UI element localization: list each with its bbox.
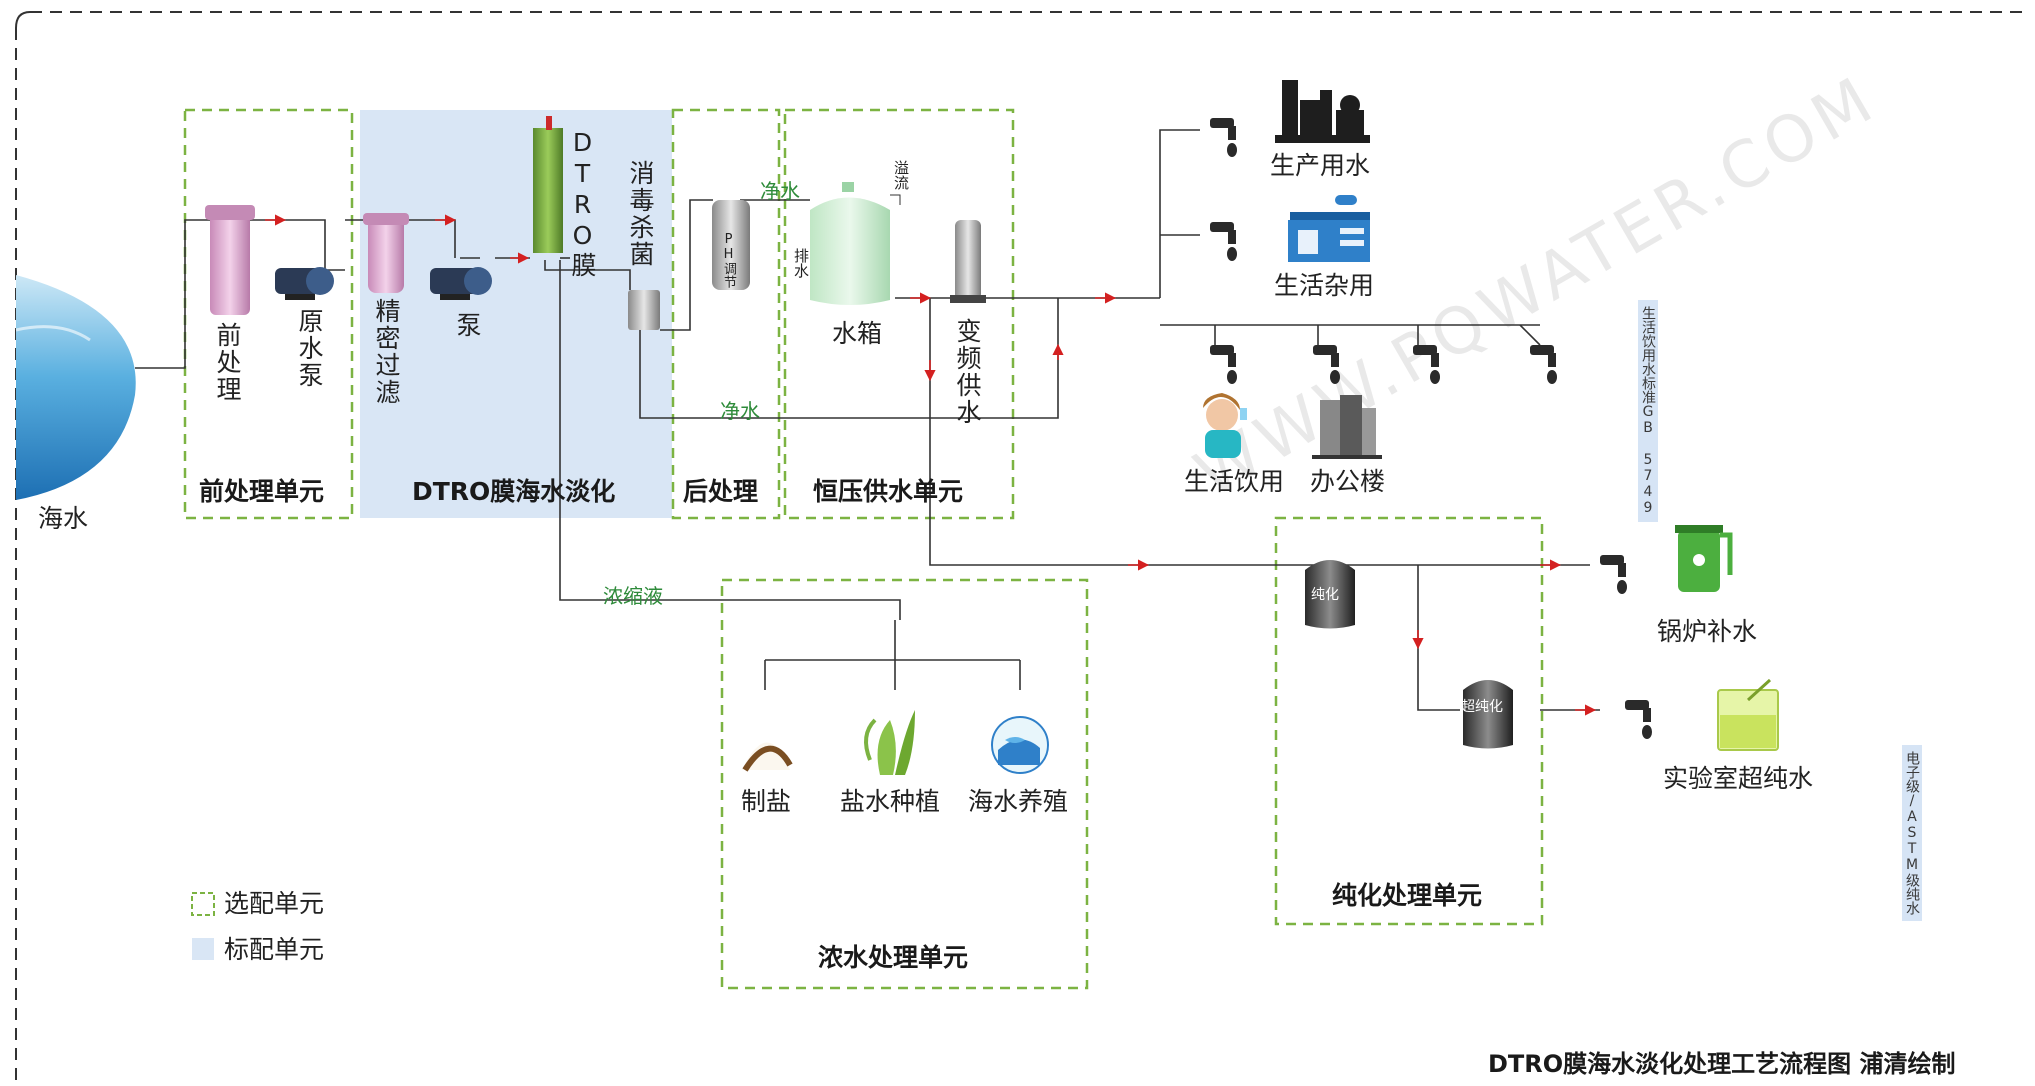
fine-filter-icon	[363, 213, 409, 293]
legend-optional-swatch	[191, 892, 215, 916]
purify-tank-icon	[1305, 560, 1355, 629]
raw-water-pump-icon	[275, 267, 334, 300]
office-building-icon	[1312, 395, 1382, 459]
lab-water-label: 实验室超纯水	[1663, 764, 1814, 793]
purification-unit-label: 纯化处理单元	[1332, 881, 1483, 910]
pump-icon	[430, 267, 492, 300]
vfd-supply-label: 变频供水	[953, 318, 982, 426]
purification-unit-box	[1274, 516, 1544, 926]
water-tank-icon	[810, 182, 901, 305]
water-tank-label: 水箱	[832, 319, 883, 348]
posttreatment-unit-box	[671, 108, 781, 520]
kitchen-icon	[1288, 195, 1370, 262]
pretreatment-unit-box	[183, 108, 354, 520]
salt-icon	[742, 742, 793, 772]
seaweed-icon	[864, 710, 915, 775]
seawater-label: 海水	[38, 504, 89, 533]
production-water-label: 生产用水	[1270, 151, 1371, 180]
drinking-standard-tag: 生活饮用水标准GB 5749	[1638, 300, 1658, 522]
drinking-label: 生活饮用	[1184, 467, 1285, 496]
ultra-purify-label: 超纯化	[1461, 699, 1503, 715]
raw-pump-label: 原水泵	[295, 308, 324, 389]
boiler-label: 锅炉补水	[1657, 617, 1758, 646]
salt-label: 制盐	[741, 787, 792, 816]
posttreatment-unit-label: 后处理	[683, 477, 759, 506]
purify-label: 纯化	[1311, 587, 1339, 603]
brine-planting-label: 盐水种植	[840, 787, 941, 816]
legend-standard-label: 标配单元	[224, 935, 325, 964]
legend-optional-label: 选配单元	[224, 889, 325, 918]
clean-water-flow-bottom: 净水	[720, 399, 760, 423]
faucet-icons	[1210, 118, 1652, 739]
fine-filter-label: 精密过滤	[372, 298, 401, 406]
vfd-supply-icon	[950, 220, 986, 303]
dtro-unit-area	[360, 110, 672, 518]
seawater-icon	[16, 275, 136, 500]
constant-pressure-unit-box	[783, 108, 1015, 520]
overflow-label: 溢流	[892, 160, 910, 190]
beaker-icon	[1717, 678, 1779, 751]
office-label: 办公楼	[1310, 467, 1386, 496]
diagram-title: DTRO膜海水淡化处理工艺流程图 浦清绘制	[1488, 1050, 1956, 1078]
disinfection-label: 消毒杀菌	[626, 160, 655, 268]
concentrate-unit-label: 浓水处理单元	[818, 943, 969, 972]
ph-tank-label: PH调节	[721, 232, 736, 288]
ph-tank-icon	[712, 200, 750, 290]
pump-label: 泵	[453, 312, 482, 339]
concentrate-unit-box	[720, 578, 1089, 990]
factory-icon	[1275, 80, 1370, 143]
drinking-person-icon	[1203, 393, 1247, 458]
boiler-icon	[1675, 525, 1733, 592]
aquaculture-label: 海水养殖	[968, 787, 1069, 816]
pretreat-filter-icon	[205, 205, 255, 315]
constant-pressure-unit-label: 恒压供水单元	[813, 477, 964, 506]
drain-label: 排水	[792, 248, 810, 278]
clean-water-flow-top: 净水	[760, 179, 800, 203]
pretreat-label: 前处理	[213, 322, 242, 403]
dtro-membrane-label: DTRO膜	[568, 128, 597, 279]
pipe-sea-pretreat	[135, 219, 218, 369]
electronic-standard-tag: 电子级/ASTM级纯水	[1902, 745, 1922, 921]
dtro-membrane-icon	[533, 116, 563, 253]
aquaculture-icon	[991, 716, 1049, 774]
dtro-unit-label: DTRO膜海水淡化	[412, 477, 616, 506]
concentrate-flow: 浓缩液	[603, 584, 663, 608]
outer-frame	[15, 11, 2025, 1086]
ultra-purify-tank-icon	[1463, 680, 1513, 749]
domestic-misc-label: 生活杂用	[1274, 271, 1375, 300]
pretreatment-unit-label: 前处理单元	[199, 477, 325, 506]
legend-standard-swatch	[192, 938, 214, 960]
disinfection-icon	[628, 290, 660, 330]
